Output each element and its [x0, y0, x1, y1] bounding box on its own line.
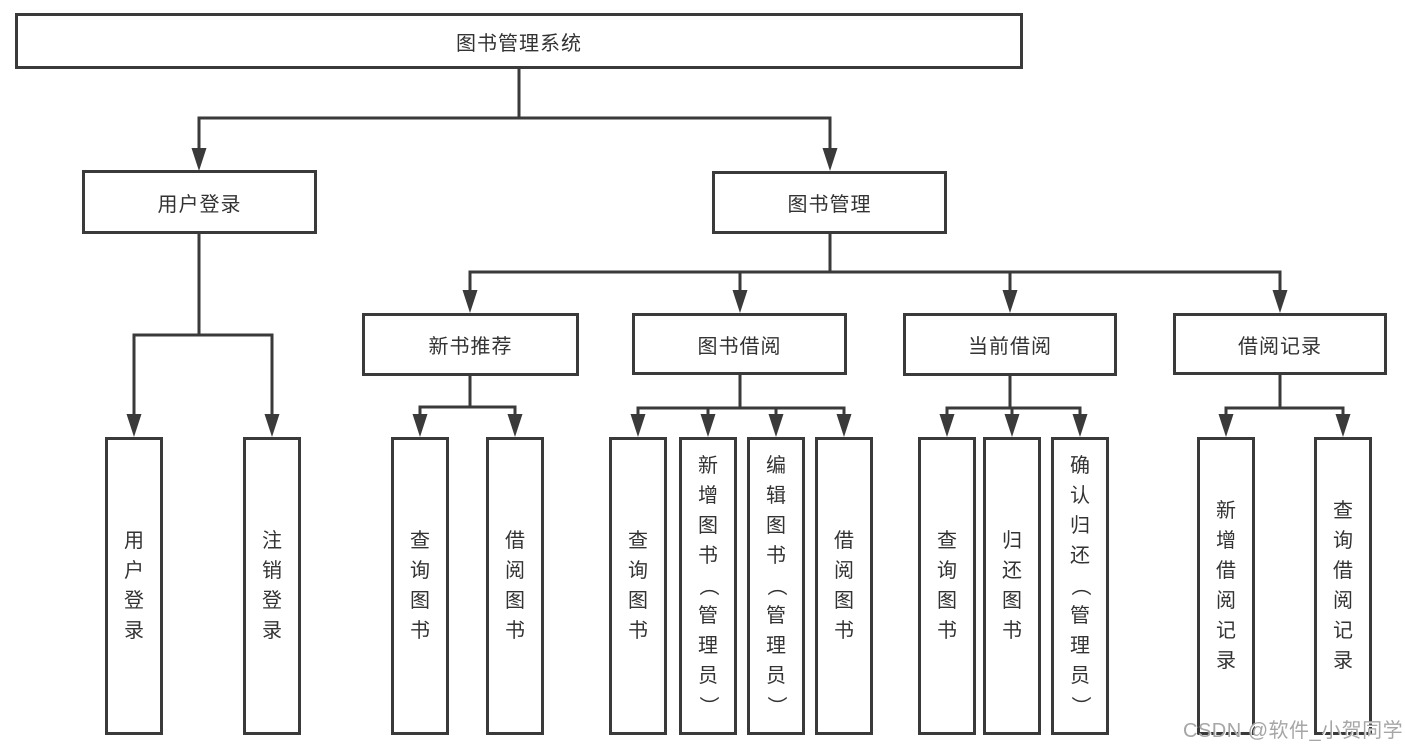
- node-label: 借阅图书: [505, 530, 525, 642]
- leaf-borrow-books-recommend: 借阅图书: [486, 437, 544, 735]
- node-label: 借阅图书: [834, 530, 854, 642]
- leaf-borrow-books: 借阅图书: [815, 437, 873, 735]
- node-label: 用户登录: [124, 530, 144, 642]
- leaf-confirm-return-admin: 确认归还（管理员）: [1051, 437, 1109, 735]
- leaf-query-books-recommend: 查询图书: [391, 437, 449, 735]
- node-label: 新书推荐: [428, 336, 513, 358]
- node-current-borrow: 当前借阅: [903, 313, 1117, 376]
- node-label: 编辑图书（管理员）: [765, 455, 787, 716]
- node-label: 查询图书: [628, 530, 648, 642]
- node-library-management-system: 图书管理系统: [15, 13, 1023, 69]
- node-label: 借阅记录: [1238, 335, 1322, 358]
- node-new-book-recommend: 新书推荐: [362, 313, 579, 376]
- node-label: 新增图书（管理员）: [697, 455, 719, 716]
- leaf-logout: 注销登录: [243, 437, 301, 735]
- node-book-management: 图书管理: [712, 171, 947, 234]
- node-label: 注销登录: [262, 530, 282, 642]
- node-label: 查询借阅记录: [1333, 500, 1353, 672]
- csdn-watermark: CSDN @软件_小贺同学: [1183, 720, 1404, 742]
- leaf-query-books-borrow: 查询图书: [609, 437, 667, 735]
- leaf-user-login: 用户登录: [105, 437, 163, 735]
- node-label: 图书管理系统: [456, 32, 582, 55]
- node-label: 用户登录: [157, 193, 242, 216]
- node-label: 图书借阅: [697, 335, 782, 358]
- leaf-add-book-admin: 新增图书（管理员）: [679, 437, 737, 735]
- node-user-login: 用户登录: [82, 170, 317, 234]
- node-label: 查询图书: [937, 530, 957, 642]
- node-label: 新增借阅记录: [1216, 500, 1236, 672]
- node-book-borrow: 图书借阅: [632, 313, 847, 375]
- leaf-query-borrow-record: 查询借阅记录: [1314, 437, 1372, 735]
- node-label: 图书管理: [787, 194, 872, 216]
- leaf-query-books-current: 查询图书: [918, 437, 976, 735]
- node-label: 查询图书: [410, 530, 430, 642]
- leaf-add-borrow-record: 新增借阅记录: [1197, 437, 1255, 735]
- node-label: 确认归还（管理员）: [1069, 455, 1091, 716]
- node-borrow-records: 借阅记录: [1173, 313, 1387, 375]
- node-label: 当前借阅: [968, 336, 1052, 358]
- node-label: 归还图书: [1002, 530, 1022, 642]
- leaf-edit-book-admin: 编辑图书（管理员）: [747, 437, 805, 735]
- leaf-return-book: 归还图书: [983, 437, 1041, 735]
